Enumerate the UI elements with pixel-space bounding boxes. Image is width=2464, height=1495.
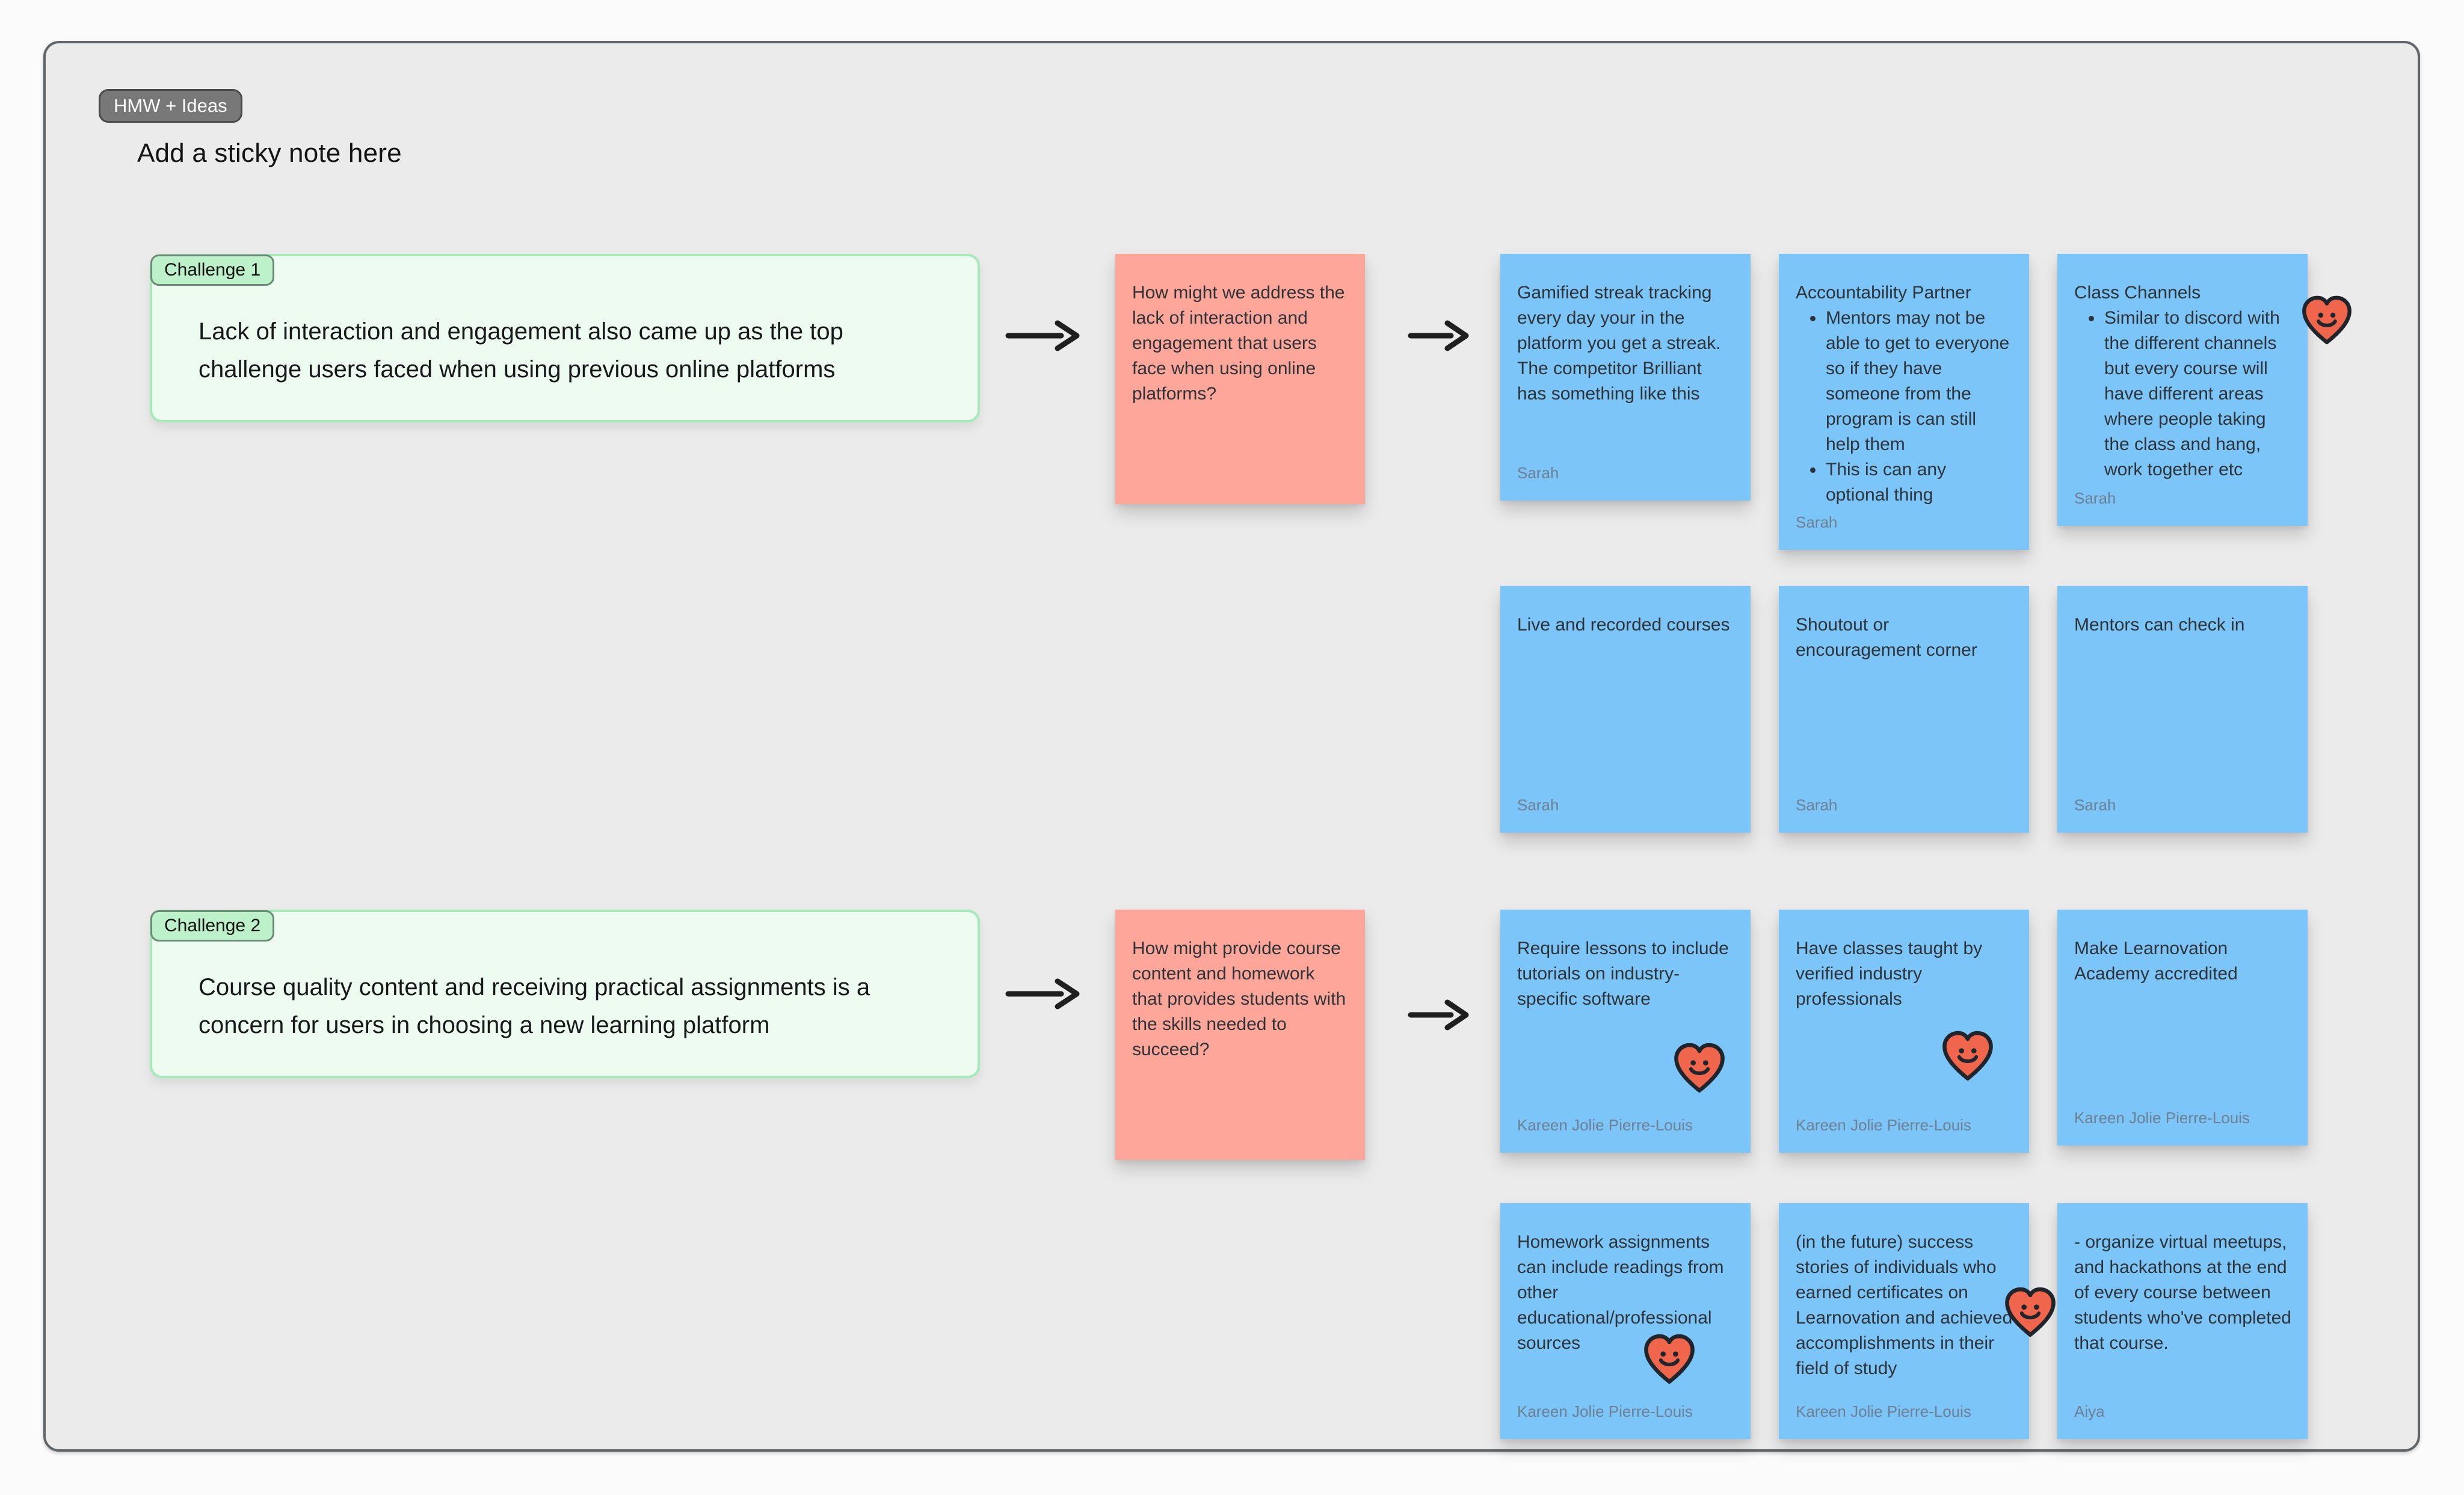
challenge-2-text: Course quality content and receiving pra… <box>199 974 870 1038</box>
challenge-1-text: Lack of interaction and engagement also … <box>199 318 843 383</box>
sticky-note-text: Shoutout or encouragement corner <box>1796 615 1977 660</box>
hmw-ideas-section[interactable]: HMW + Ideas Add a sticky note here Chall… <box>43 41 2420 1452</box>
arrow-right-connector[interactable] <box>1005 319 1082 353</box>
sticky-note-author: Sarah <box>1796 513 1838 531</box>
idea-note-shoutout-corner[interactable]: Shoutout or encouragement corner Sarah <box>1779 586 2029 833</box>
idea-note-accredited-academy[interactable]: Make Learnovation Academy accredited Kar… <box>2057 910 2308 1145</box>
heart-smile-stamp-icon[interactable] <box>1671 1041 1728 1097</box>
challenge-1-box[interactable]: Challenge 1 Lack of interaction and enga… <box>150 254 980 422</box>
idea-note-verified-professionals[interactable]: Have classes taught by verified industry… <box>1779 910 2029 1153</box>
sticky-note-author: Sarah <box>1796 796 1838 814</box>
sticky-note-author: Kareen Jolie Pierre-Louis <box>1796 1116 1971 1134</box>
idea-note-live-recorded-courses[interactable]: Live and recorded courses Sarah <box>1500 586 1751 833</box>
challenge-2-badge[interactable]: Challenge 2 <box>150 910 275 942</box>
sticky-note-text: How might provide course content and hom… <box>1132 939 1346 1059</box>
heart-smile-stamp-icon[interactable] <box>1939 1029 1996 1085</box>
sticky-note-text: Live and recorded courses <box>1517 615 1730 635</box>
idea-note-homework-readings[interactable]: Homework assignments can include reading… <box>1500 1203 1751 1439</box>
heart-smile-stamp-icon[interactable] <box>2299 294 2355 349</box>
sticky-note-title: Accountability Partner <box>1796 283 1971 303</box>
sticky-note-author: Sarah <box>1517 796 1559 814</box>
challenge-2-box[interactable]: Challenge 2 Course quality content and r… <box>150 910 980 1078</box>
idea-note-accountability-partner[interactable]: Accountability Partner Mentors may not b… <box>1779 254 2029 550</box>
arrow-right-connector[interactable] <box>1408 319 1470 353</box>
sticky-note-text: - organize virtual meetups, and hackatho… <box>2074 1232 2291 1353</box>
arrow-right-connector[interactable] <box>1005 977 1082 1011</box>
sticky-note-text: Mentors can check in <box>2074 615 2245 635</box>
hmw-sticky-note-1[interactable]: How might we address the lack of interac… <box>1115 254 1365 504</box>
idea-note-success-stories[interactable]: (in the future) success stories of indiv… <box>1779 1203 2029 1439</box>
sticky-note-author: Sarah <box>1517 464 1559 482</box>
sticky-note-author: Sarah <box>2074 796 2116 814</box>
sticky-note-text: (in the future) success stories of indiv… <box>1796 1232 2013 1378</box>
challenge-1-badge[interactable]: Challenge 1 <box>150 254 275 286</box>
idea-note-mentors-check-in[interactable]: Mentors can check in Sarah <box>2057 586 2308 833</box>
sticky-note-title: Class Channels <box>2074 283 2201 303</box>
sticky-note-author: Kareen Jolie Pierre-Louis <box>1517 1116 1693 1134</box>
sticky-note-text: How might we address the lack of interac… <box>1132 283 1345 404</box>
idea-note-class-channels[interactable]: Class Channels Similar to discord with t… <box>2057 254 2308 526</box>
sticky-note-text: Make Learnovation Academy accredited <box>2074 939 2238 984</box>
bullet-item: Similar to discord with the different ch… <box>2103 306 2292 482</box>
sticky-note-text: Gamified streak tracking every day your … <box>1517 283 1721 404</box>
sticky-note-text: Require lessons to include tutorials on … <box>1517 939 1729 1009</box>
idea-note-virtual-meetups[interactable]: - organize virtual meetups, and hackatho… <box>2057 1203 2308 1439</box>
hmw-sticky-note-2[interactable]: How might provide course content and hom… <box>1115 910 1365 1160</box>
sticky-note-author: Sarah <box>2074 489 2116 507</box>
idea-note-industry-software-tutorials[interactable]: Require lessons to include tutorials on … <box>1500 910 1751 1153</box>
sticky-note-bullets: Mentors may not be able to get to everyo… <box>1796 306 2013 508</box>
bullet-item: Mentors may not be able to get to everyo… <box>1825 306 2013 457</box>
sticky-note-text: Homework assignments can include reading… <box>1517 1232 1724 1353</box>
idea-note-gamified-streaks[interactable]: Gamified streak tracking every day your … <box>1500 254 1751 501</box>
sticky-note-author: Kareen Jolie Pierre-Louis <box>1796 1402 1971 1420</box>
arrow-right-connector[interactable] <box>1408 998 1470 1032</box>
section-label-badge[interactable]: HMW + Ideas <box>99 89 242 123</box>
bullet-item: This is can any optional thing <box>1825 457 2013 508</box>
heart-smile-stamp-icon[interactable] <box>1641 1332 1698 1389</box>
sticky-note-author: Aiya <box>2074 1402 2105 1420</box>
sticky-note-author: Kareen Jolie Pierre-Louis <box>2074 1109 2250 1127</box>
heart-smile-stamp-icon[interactable] <box>2002 1285 2059 1342</box>
sticky-note-author: Kareen Jolie Pierre-Louis <box>1517 1402 1693 1420</box>
sticky-note-bullets: Similar to discord with the different ch… <box>2074 306 2292 482</box>
sticky-note-text: Have classes taught by verified industry… <box>1796 939 1983 1009</box>
section-title[interactable]: Add a sticky note here <box>137 138 402 168</box>
